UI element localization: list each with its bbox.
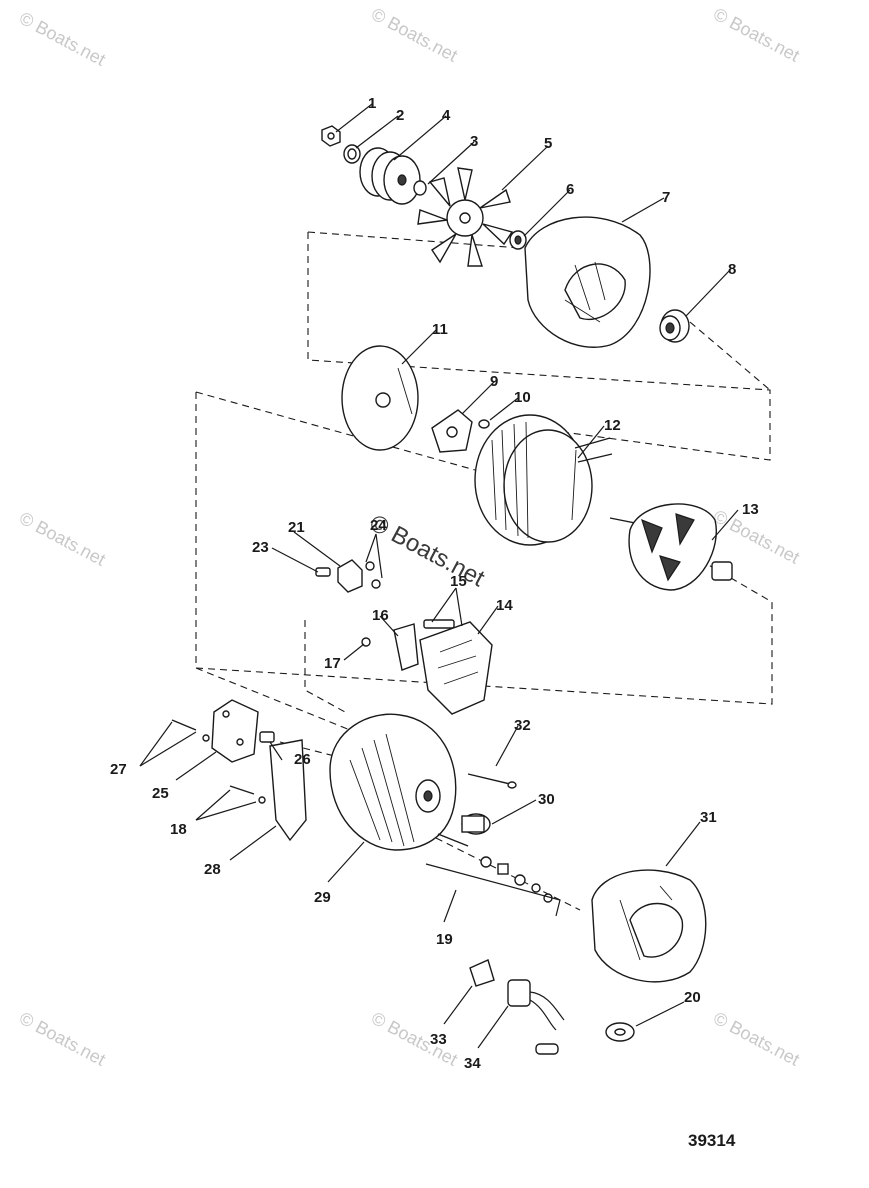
callout-3: 3 <box>470 133 478 150</box>
callout-4: 4 <box>442 107 451 124</box>
callout-10: 10 <box>514 389 531 406</box>
callout-24: 24 <box>370 517 387 534</box>
part-slinger-plate <box>341 345 419 451</box>
callout-6: 6 <box>566 181 574 198</box>
dashed-line-bearing <box>689 321 771 391</box>
part-retainer-plate <box>431 409 473 453</box>
callout-labels: 1 2 3 4 5 6 7 8 9 10 11 12 13 14 15 16 1… <box>110 95 759 1072</box>
part-bushing <box>461 813 491 835</box>
dashed-line-brush <box>304 620 346 713</box>
part-fan <box>417 167 514 267</box>
callout-26: 26 <box>294 751 311 768</box>
part-terminal-26 <box>259 731 275 743</box>
watermark-top-center: © Boats.net <box>368 4 461 66</box>
callout-2: 2 <box>396 107 404 124</box>
callout-13: 13 <box>742 501 759 518</box>
part-sensor-34 <box>507 979 565 1055</box>
part-rotor <box>609 503 733 591</box>
callout-31: 31 <box>700 809 717 826</box>
callout-17: 17 <box>324 655 341 672</box>
part-spacer-washer <box>413 180 427 196</box>
callout-18: 18 <box>170 821 187 838</box>
part-brush-holder-and-brushes <box>315 559 381 593</box>
part-slip-ring-end-frame <box>329 713 457 851</box>
part-bracket-16 <box>393 623 419 671</box>
part-screw-10 <box>478 419 490 429</box>
part-rectifier-mount <box>171 699 259 763</box>
part-bracket-28 <box>229 739 307 842</box>
watermark-top-right: © Boats.net <box>710 4 803 66</box>
callout-34: 34 <box>464 1055 481 1072</box>
leader-lines <box>139 103 739 1049</box>
callout-29: 29 <box>314 889 331 906</box>
dashed-line-hardware <box>435 837 581 911</box>
part-lock-washer <box>343 144 361 164</box>
callout-19: 19 <box>436 931 453 948</box>
part-pulley <box>359 147 421 205</box>
watermark-bottom-right: © Boats.net <box>710 1008 803 1070</box>
dashed-line-lower-bottom <box>195 667 371 739</box>
callout-11: 11 <box>432 321 448 338</box>
part-drive-end-frame <box>524 216 651 348</box>
callout-27: 27 <box>110 761 127 778</box>
watermark-mid-left: © Boats.net <box>16 508 109 570</box>
part-nut <box>321 125 341 147</box>
dashed-line-upper <box>307 232 771 461</box>
callout-30: 30 <box>538 791 555 808</box>
part-rear-housing-31 <box>591 869 707 983</box>
watermark-bottom-center: © Boats.net <box>368 1008 461 1070</box>
watermark-bottom-left: © Boats.net <box>16 1008 109 1070</box>
dashed-assembly-lines <box>195 231 773 911</box>
callout-32: 32 <box>514 717 531 734</box>
callout-33: 33 <box>430 1031 447 1048</box>
part-stator <box>474 414 613 546</box>
dashed-line-lower-top <box>195 391 476 471</box>
watermark-top-left: © Boats.net <box>16 8 109 70</box>
callout-28: 28 <box>204 861 221 878</box>
part-bolt-32 <box>467 773 517 789</box>
part-hardware-kit-19 <box>437 833 553 903</box>
part-plug-33 <box>469 959 495 987</box>
callout-7: 7 <box>662 189 670 206</box>
callout-9: 9 <box>490 373 498 390</box>
part-washer-20 <box>605 1022 635 1042</box>
callout-16: 16 <box>372 607 389 624</box>
callout-14: 14 <box>496 597 513 614</box>
part-regulator <box>419 619 493 715</box>
callout-8: 8 <box>728 261 736 278</box>
callout-23: 23 <box>252 539 269 556</box>
dashed-line-lower <box>195 392 773 705</box>
callout-15: 15 <box>450 573 467 590</box>
dashed-line-upper-top <box>307 231 521 249</box>
callout-5: 5 <box>544 135 552 152</box>
callout-20: 20 <box>684 989 701 1006</box>
callout-25: 25 <box>152 785 169 802</box>
drawing-number: 39314 <box>688 1131 736 1150</box>
callout-1: 1 <box>368 95 376 112</box>
callout-21: 21 <box>288 519 305 536</box>
callout-12: 12 <box>604 417 621 434</box>
part-collar <box>509 230 527 250</box>
part-bearing <box>659 309 690 343</box>
